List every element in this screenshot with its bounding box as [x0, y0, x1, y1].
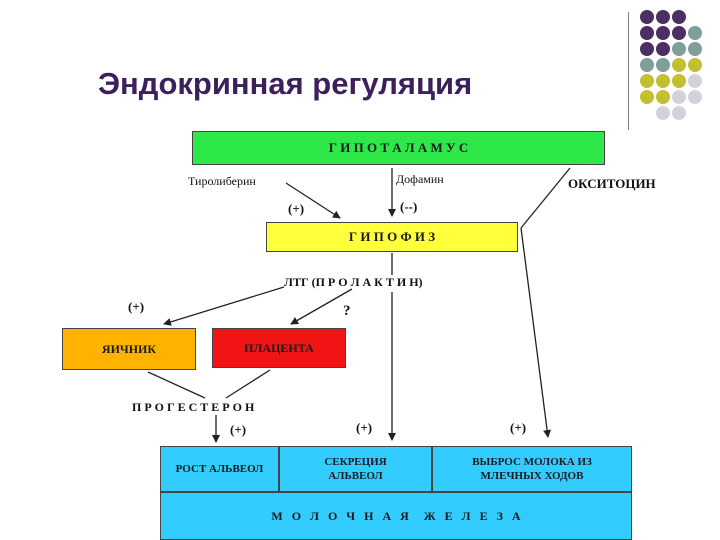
dot — [688, 26, 702, 40]
plus-sign-3: (+) — [230, 422, 247, 437]
ovary-progesterone-line — [147, 371, 206, 399]
plus-sign-4: (+) — [356, 420, 373, 435]
oxytocin-arrow — [520, 227, 552, 438]
dot — [656, 90, 670, 104]
pituitary-box: Г И П О Ф И З — [266, 222, 518, 252]
dot — [672, 90, 686, 104]
milk-release-box: ВЫБРОС МОЛОКА ИЗ МЛЕЧНЫХ ХОДОВ — [432, 446, 632, 492]
dot — [640, 42, 654, 56]
dot — [688, 90, 702, 104]
dot — [640, 10, 654, 24]
alveoli-secretion-label: СЕКРЕЦИЯ АЛЬВЕОЛ — [324, 456, 387, 482]
prolactin-ovary-arrow — [163, 286, 285, 326]
placenta-progesterone-line — [225, 369, 271, 399]
plus-sign-2: (+) — [128, 299, 145, 314]
dot — [672, 10, 686, 24]
dopamine-label: Дофамин — [396, 172, 444, 186]
dot — [640, 26, 654, 40]
dot — [672, 106, 686, 120]
alveoli-growth-label: РОСТ АЛЬВЕОЛ — [175, 463, 264, 475]
dot — [640, 74, 654, 88]
dot — [672, 42, 686, 56]
plus-sign-5: (+) — [510, 420, 527, 435]
milk-release-label: ВЫБРОС МОЛОКА ИЗ МЛЕЧНЫХ ХОДОВ — [472, 456, 592, 482]
oxytocin-line — [520, 167, 571, 229]
dot — [672, 58, 686, 72]
dot — [640, 90, 654, 104]
title-divider — [628, 12, 629, 130]
mammary-gland-label: М О Л О Ч Н А Я Ж Е Л Е З А — [271, 508, 521, 523]
dot — [656, 10, 670, 24]
minus-sign: (--) — [400, 199, 418, 214]
mammary-gland-box: М О Л О Ч Н А Я Ж Е Л Е З А — [160, 492, 632, 540]
question-mark: ? — [343, 303, 351, 319]
dot — [656, 26, 670, 40]
dot — [656, 106, 670, 120]
dot — [656, 58, 670, 72]
page-title: Эндокринная регуляция — [98, 66, 473, 101]
thyroliberin-arrow — [285, 182, 341, 219]
ovary-box: ЯИЧНИК — [62, 328, 196, 370]
alveoli-secretion-box: СЕКРЕЦИЯ АЛЬВЕОЛ — [279, 446, 432, 492]
dot — [688, 74, 702, 88]
dot — [640, 58, 654, 72]
dot — [656, 74, 670, 88]
hypothalamus-box: Г И П О Т А Л А М У С — [192, 131, 605, 165]
thyroliberin-label: Тиролиберин — [188, 174, 256, 188]
dot — [688, 58, 702, 72]
dot — [672, 26, 686, 40]
dot — [672, 74, 686, 88]
plus-sign-1: (+) — [288, 201, 305, 216]
progesterone-label: П Р О Г Е С Т Е Р О Н — [132, 400, 255, 414]
dot — [688, 42, 702, 56]
dot — [656, 42, 670, 56]
prolactin-placenta-arrow — [290, 288, 353, 325]
placenta-box: ПЛАЦЕНТА — [212, 328, 346, 368]
prolactin-label: ЛТГ (П Р О Л А К Т И Н) — [284, 275, 423, 289]
oxytocin-label: ОКСИТОЦИН — [568, 176, 656, 191]
alveoli-growth-box: РОСТ АЛЬВЕОЛ — [160, 446, 279, 492]
